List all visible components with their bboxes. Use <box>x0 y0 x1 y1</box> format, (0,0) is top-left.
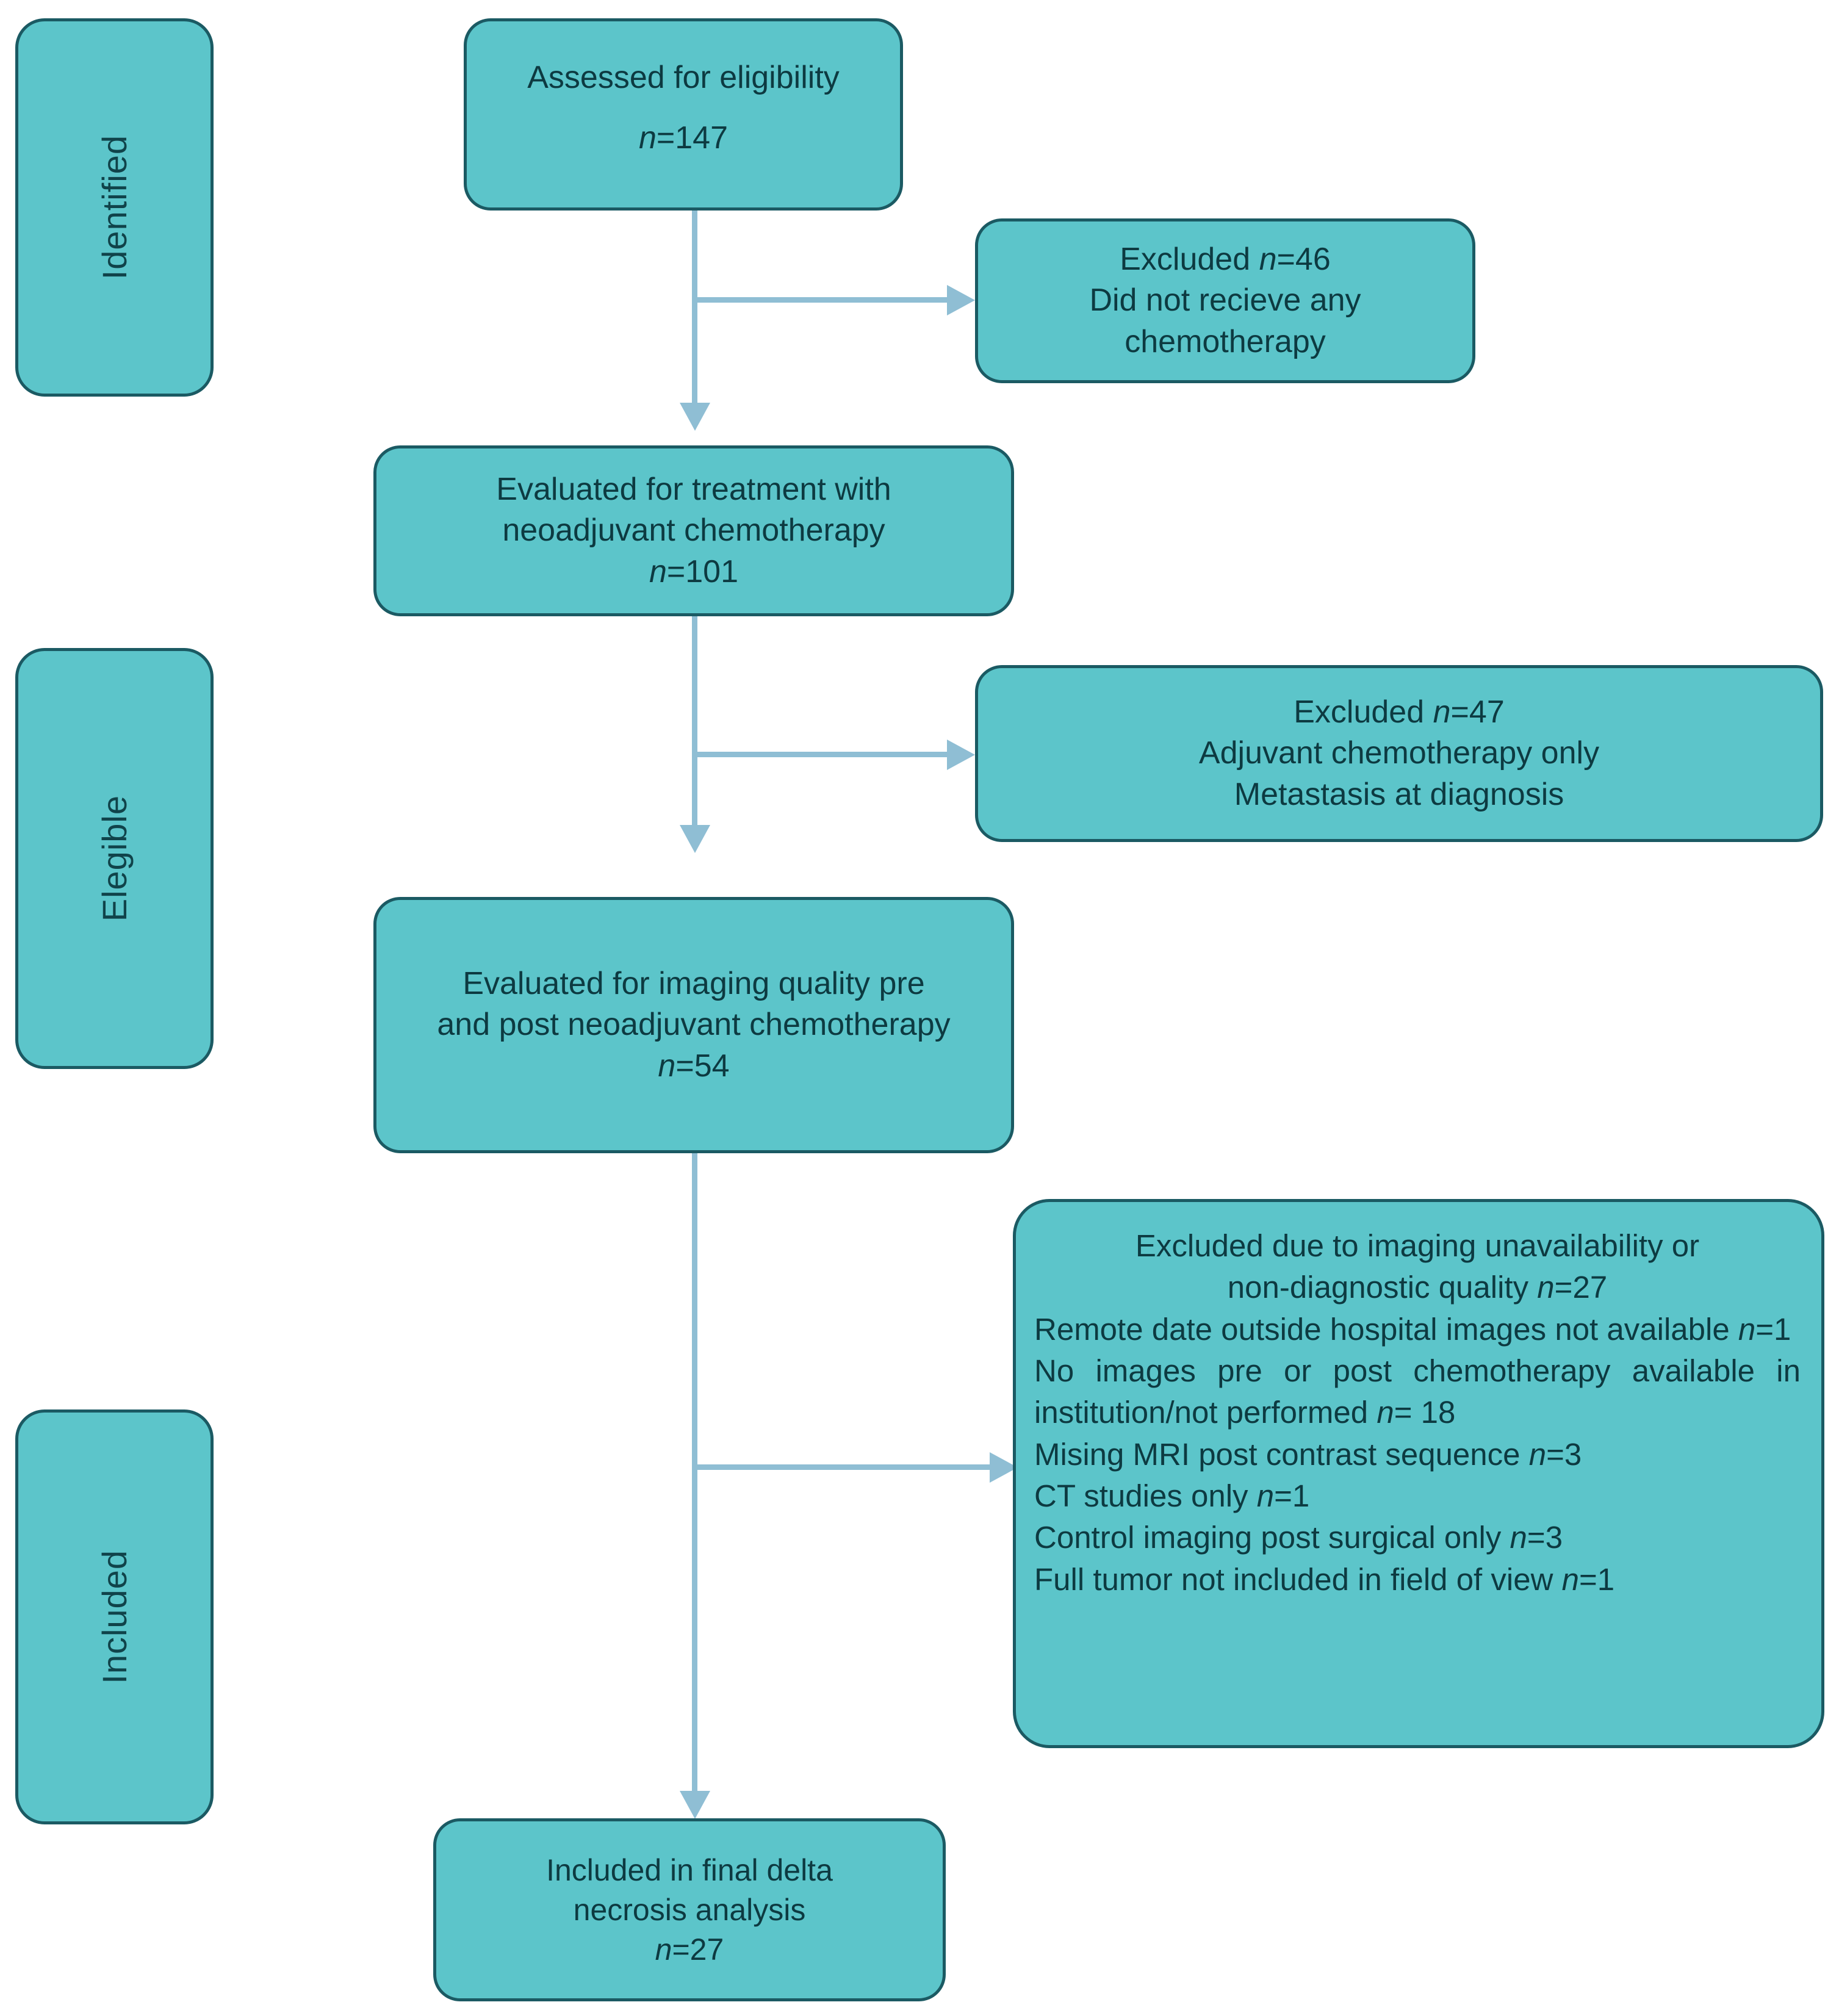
reason-value: =3 <box>1527 1520 1563 1555</box>
node-excluded-3-reason: CT studies only n=1 <box>1034 1475 1801 1517</box>
reason-n: n <box>1738 1311 1756 1347</box>
node-evaluated-treatment-n-value: =101 <box>666 553 739 589</box>
reason-n: n <box>1510 1520 1527 1555</box>
node-excluded-3-reason: Control imaging post surgical only n=3 <box>1034 1517 1801 1558</box>
node-excluded-imaging-unavailability: Excluded due to imaging unavailability o… <box>1013 1199 1824 1748</box>
reason-text: Mising MRI post contrast sequence <box>1034 1436 1529 1472</box>
reason-value: =1 <box>1578 1561 1615 1597</box>
stage-label-identified: Identified <box>15 18 214 397</box>
connector-trunk-1 <box>692 211 697 406</box>
node-evaluated-imaging-quality: Evaluated for imaging quality pre and po… <box>373 897 1014 1153</box>
stage-label-included: Included <box>15 1409 214 1824</box>
node-excluded-3-reason: Remote date outside hospital images not … <box>1034 1309 1801 1350</box>
node-evaluated-treatment-line2: neoadjuvant chemotherapy <box>502 513 885 549</box>
node-assessed-n-value: =147 <box>656 120 729 156</box>
arrow-right-to-excluded-1 <box>947 285 975 315</box>
stage-label-identified-text: Identified <box>95 135 134 280</box>
node-included-final-line2: necrosis analysis <box>573 1892 806 1927</box>
arrow-down-to-evaluated-treatment <box>680 403 710 431</box>
node-included-final-n-prefix: n <box>655 1932 672 1967</box>
reason-text: Control imaging post surgical only <box>1034 1520 1510 1555</box>
reason-text: Full tumor not included in field of view <box>1034 1561 1562 1597</box>
reason-value: =1 <box>1755 1311 1791 1347</box>
node-excluded-no-chemo: Excluded n=46 Did not recieve any chemot… <box>975 218 1475 383</box>
node-included-final-line1: Included in final delta <box>546 1852 833 1887</box>
node-excluded-3-header-line2: non-diagnostic quality n=27 <box>1034 1267 1801 1308</box>
reason-value: =1 <box>1274 1478 1310 1513</box>
reason-value: = 18 <box>1394 1395 1456 1430</box>
connector-branch-2 <box>692 752 954 757</box>
node-excluded-3-reason: Mising MRI post contrast sequence n=3 <box>1034 1434 1801 1475</box>
stage-label-elegible-text: Elegible <box>95 795 134 922</box>
arrow-down-to-evaluated-imaging <box>680 825 710 853</box>
node-excluded-adjuvant-metastasis: Excluded n=47 Adjuvant chemotherapy only… <box>975 665 1823 842</box>
node-excluded-3-reason: No images pre or post chemotherapy avail… <box>1034 1350 1801 1434</box>
node-assessed-for-eligibility-body: n=147 <box>464 107 903 211</box>
node-evaluated-imaging-line2: and post neoadjuvant chemotherapy <box>437 1007 951 1043</box>
node-excluded-1-line3: chemotherapy <box>1125 323 1326 359</box>
node-assessed-line1: Assessed for eligibility <box>527 60 840 96</box>
reason-n: n <box>1528 1436 1547 1472</box>
node-included-final-analysis: Included in final delta necrosis analysi… <box>433 1818 946 2001</box>
node-excluded-1-line2: Did not recieve any <box>1089 283 1361 319</box>
node-evaluated-for-treatment: Evaluated for treatment with neoadjuvant… <box>373 445 1014 616</box>
reason-value: =3 <box>1546 1436 1582 1472</box>
node-evaluated-treatment-line1: Evaluated for treatment with <box>496 471 891 507</box>
connector-trunk-2 <box>692 616 697 829</box>
node-excluded-1-head-n: n <box>1259 241 1277 277</box>
node-assessed-for-eligibility: Assessed for eligibility <box>464 18 903 110</box>
node-excluded-2-head-value: =47 <box>1450 694 1505 730</box>
node-excluded-3-header-line2-value: =27 <box>1554 1270 1608 1305</box>
node-excluded-2-head-text: Excluded <box>1294 694 1433 730</box>
reason-n: n <box>1561 1561 1579 1597</box>
node-assessed-n-prefix: n <box>638 120 657 156</box>
node-included-final-n-value: =27 <box>672 1932 724 1967</box>
node-evaluated-imaging-line1: Evaluated for imaging quality pre <box>462 965 925 1001</box>
reason-n: n <box>1377 1395 1394 1430</box>
stage-label-included-text: Included <box>95 1550 134 1684</box>
connector-branch-3 <box>692 1464 997 1470</box>
node-excluded-2-line2: Adjuvant chemotherapy only <box>1198 735 1600 771</box>
node-evaluated-treatment-n-prefix: n <box>649 553 667 589</box>
node-excluded-3-header-line2-n: n <box>1537 1270 1555 1305</box>
arrow-right-to-excluded-2 <box>947 740 975 770</box>
stage-label-elegible: Elegible <box>15 648 214 1069</box>
connector-branch-1 <box>692 297 954 303</box>
node-excluded-2-head-n: n <box>1433 694 1451 730</box>
connector-trunk-3 <box>692 1153 697 1794</box>
reason-text: No images pre or post chemotherapy avail… <box>1034 1353 1801 1430</box>
node-excluded-2-line3: Metastasis at diagnosis <box>1234 776 1564 812</box>
node-excluded-1-head-text: Excluded <box>1120 241 1259 277</box>
node-excluded-1-head-value: =46 <box>1276 241 1331 277</box>
reason-text: CT studies only <box>1034 1478 1257 1513</box>
reason-n: n <box>1256 1478 1275 1513</box>
reason-text: Remote date outside hospital images not … <box>1034 1311 1738 1347</box>
node-excluded-3-header-line2-text: non-diagnostic quality <box>1227 1270 1538 1305</box>
node-excluded-3-header-line1: Excluded due to imaging unavailability o… <box>1135 1228 1700 1263</box>
node-excluded-3-reason: Full tumor not included in field of view… <box>1034 1559 1801 1600</box>
node-evaluated-imaging-n-prefix: n <box>658 1048 676 1084</box>
arrow-down-to-included-final <box>680 1791 710 1819</box>
node-evaluated-imaging-n-value: =54 <box>675 1048 730 1084</box>
